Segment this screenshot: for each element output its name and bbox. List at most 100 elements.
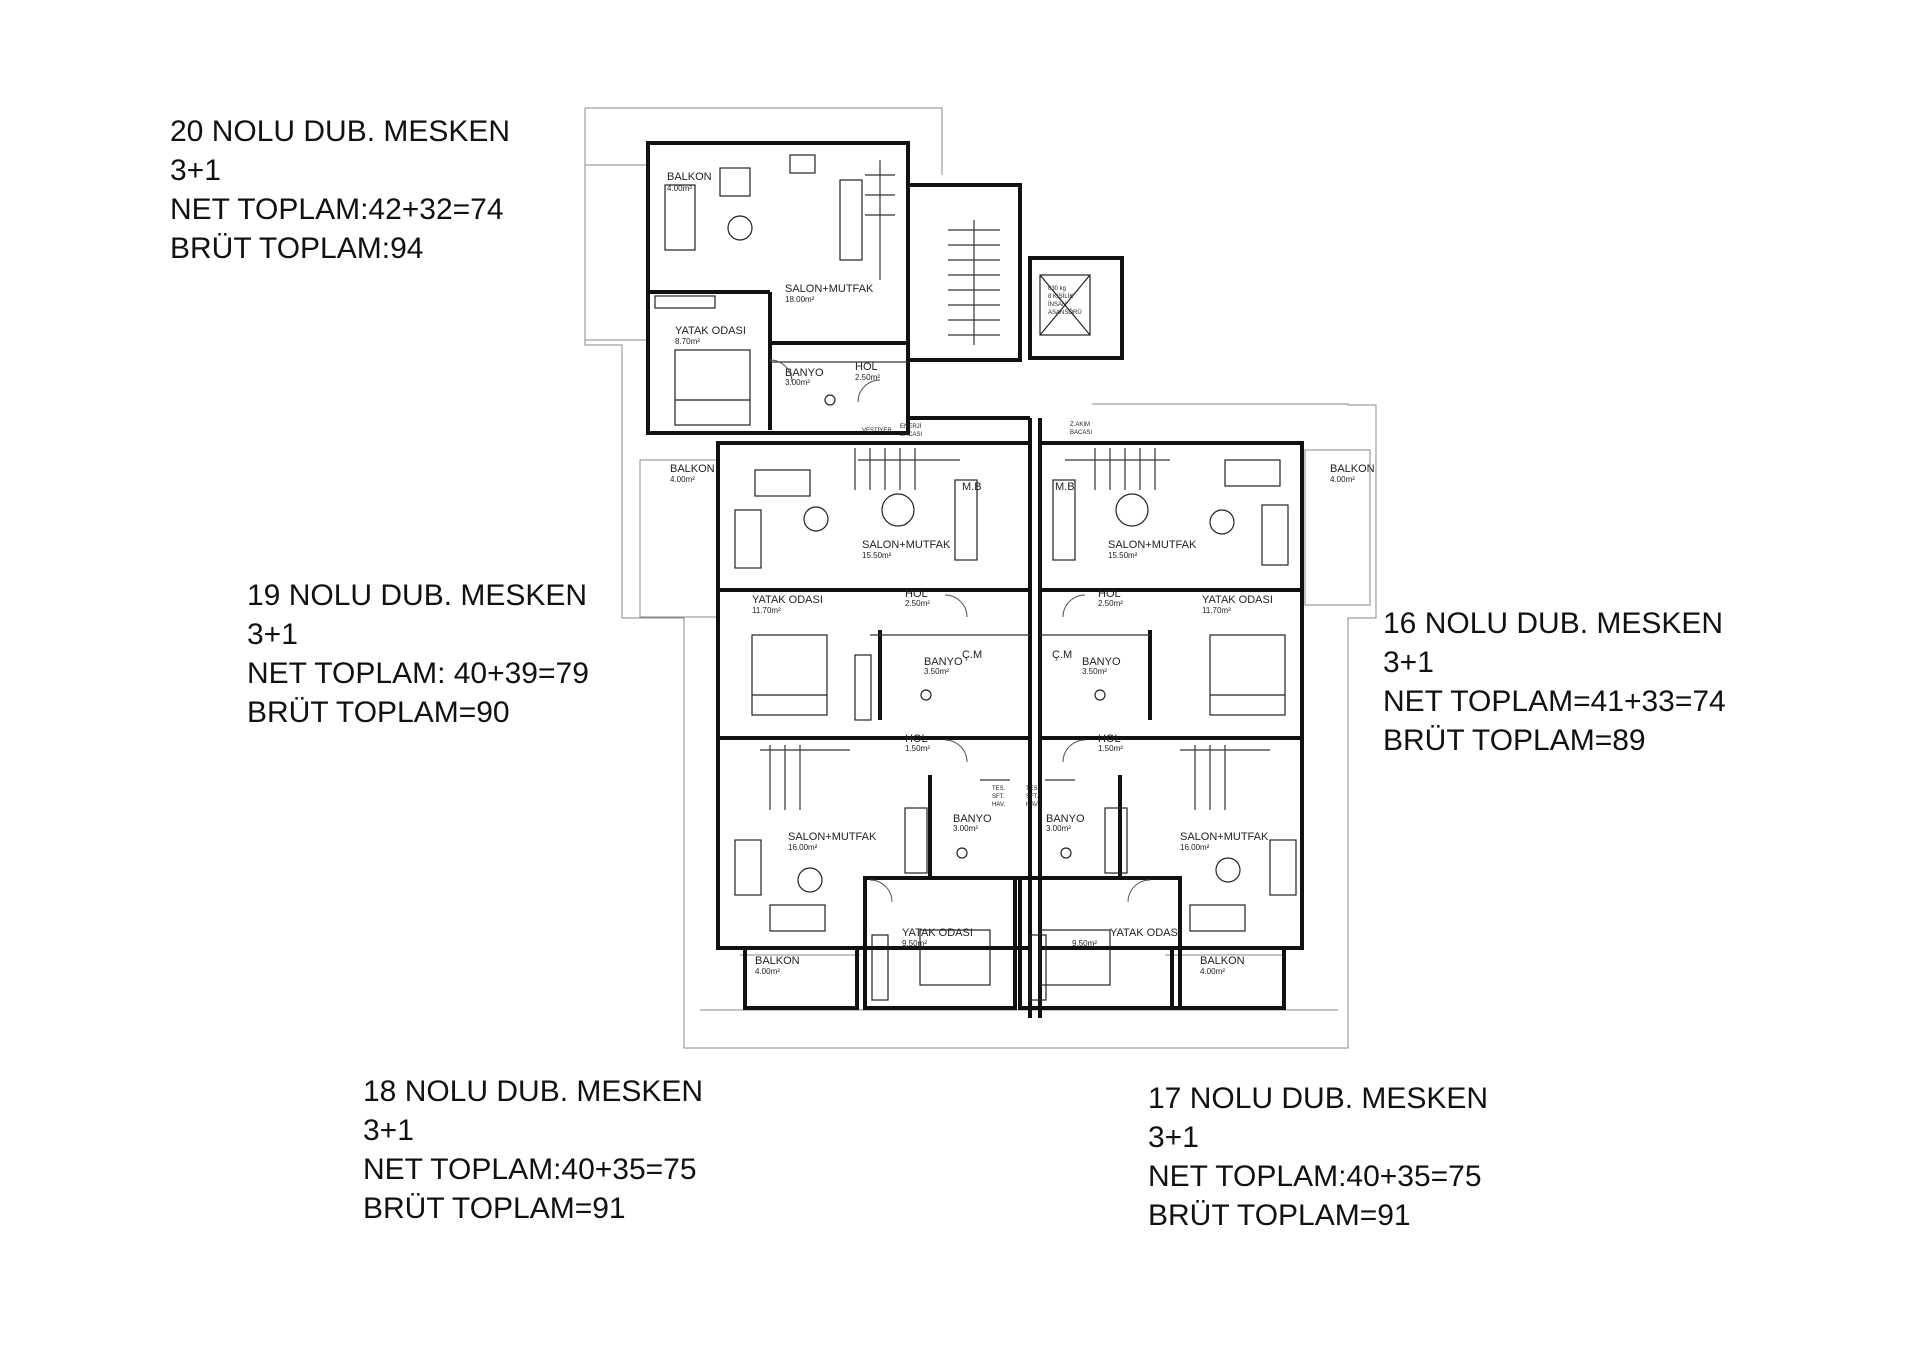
unit-20-gross: BRÜT TOPLAM:94 bbox=[170, 232, 424, 265]
unit-19-net: NET TOPLAM: 40+39=79 bbox=[247, 657, 589, 690]
hol-label-16b: HOL bbox=[1098, 733, 1121, 745]
tes-label-17-3: HAV. bbox=[1026, 802, 1039, 808]
salon-label-19: SALON+MUTFAK bbox=[862, 539, 951, 551]
balkon-label-19: BALKON bbox=[670, 463, 715, 475]
yatak-label-18: YATAK ODASI bbox=[902, 927, 973, 939]
site-outline bbox=[584, 107, 1377, 1049]
hol-area-19a: 2.50m² bbox=[905, 599, 930, 608]
salon-label-16: SALON+MUTFAK bbox=[1108, 539, 1197, 551]
elevator-label-1: 630 kg bbox=[1048, 286, 1066, 292]
banyo-label-16: BANYO bbox=[1082, 656, 1121, 668]
furniture bbox=[654, 154, 1297, 1001]
zakim-label-1: Z.AKIM bbox=[1070, 422, 1090, 428]
yatak-area-20: 8.70m² bbox=[675, 337, 700, 346]
unit-18-gross: BRÜT TOPLAM=91 bbox=[363, 1192, 626, 1225]
banyo-label-18: BANYO bbox=[953, 813, 992, 825]
unit-17-type: 3+1 bbox=[1148, 1121, 1199, 1154]
balkon-area-19: 4.00m² bbox=[670, 475, 695, 484]
banyo-area-16: 3.50m² bbox=[1082, 667, 1107, 676]
elevator-label-3: İNSAN bbox=[1048, 301, 1066, 308]
zakim-label-2: BACASI bbox=[1070, 430, 1092, 436]
salon-area-18: 16.00m² bbox=[788, 843, 818, 852]
unit-16-type: 3+1 bbox=[1383, 646, 1434, 679]
unit-17-label: 17 NOLU DUB. MESKEN 3+1 NET TOPLAM:40+35… bbox=[1148, 1079, 1488, 1235]
yatak-area-18: 9.50m² bbox=[902, 939, 927, 948]
yatak-area-16: 11.70m² bbox=[1202, 606, 1231, 615]
unit-18-title: 18 NOLU DUB. MESKEN bbox=[363, 1075, 704, 1108]
salon-area-19: 15.50m² bbox=[862, 551, 892, 560]
unit-16-title: 16 NOLU DUB. MESKEN bbox=[1383, 607, 1724, 640]
balkon-area-16: 4.00m² bbox=[1330, 475, 1355, 484]
banyo-area-17: 3.00m² bbox=[1046, 824, 1071, 833]
unit-19-label: 19 NOLU DUB. MESKEN 3+1 NET TOPLAM: 40+3… bbox=[247, 576, 589, 732]
balkon-area-17: 4.00m² bbox=[1200, 967, 1225, 976]
elevator-label-4: ASANSÖRÜ bbox=[1048, 309, 1082, 316]
yatak-area-19: 11.70m² bbox=[752, 606, 781, 615]
yatak-label-16: YATAK ODASI bbox=[1202, 594, 1273, 606]
hol-label-20: HOL bbox=[855, 361, 878, 373]
hol-area-16b: 1.50m² bbox=[1098, 744, 1123, 753]
salon-label-18: SALON+MUTFAK bbox=[788, 831, 877, 843]
balkon-area-18: 4.00m² bbox=[755, 967, 780, 976]
tes-label-17-2: SFT. bbox=[1026, 794, 1039, 800]
balkon-label-18: BALKON bbox=[755, 955, 800, 967]
unit-20-title: 20 NOLU DUB. MESKEN bbox=[170, 115, 511, 148]
unit-18-net: NET TOPLAM:40+35=75 bbox=[363, 1153, 697, 1186]
banyo-label-17: BANYO bbox=[1046, 813, 1085, 825]
interior-lines bbox=[760, 160, 1270, 810]
elevator-label-2: 8 KİŞİLİK bbox=[1048, 293, 1073, 300]
mb-label-16: M.B bbox=[1055, 481, 1075, 493]
unit-18-label: 18 NOLU DUB. MESKEN 3+1 NET TOPLAM:40+35… bbox=[363, 1072, 703, 1228]
tes-label-18-1: TES. bbox=[992, 786, 1006, 792]
enerji-label-1: ENERJİ bbox=[900, 423, 922, 430]
tes-label-18-3: HAV. bbox=[992, 802, 1005, 808]
unit-19-type: 3+1 bbox=[247, 618, 298, 651]
banyo-area-18: 3.00m² bbox=[953, 824, 978, 833]
hol-label-16a: HOL bbox=[1098, 588, 1121, 600]
cm-label-19: Ç.M bbox=[962, 649, 982, 661]
yatak-area-17: 9.50m² bbox=[1072, 939, 1097, 948]
enerji-label-2: BACASI bbox=[900, 432, 922, 438]
tes-label-18-2: SFT. bbox=[992, 794, 1005, 800]
unit-17-title: 17 NOLU DUB. MESKEN bbox=[1148, 1082, 1489, 1115]
unit-17-gross: BRÜT TOPLAM=91 bbox=[1148, 1199, 1411, 1232]
balkon-label-20: BALKON bbox=[667, 171, 712, 183]
yatak-label-20: YATAK ODASI bbox=[675, 325, 746, 337]
yatak-label-19: YATAK ODASI bbox=[752, 594, 823, 606]
salon-label-20: SALON+MUTFAK bbox=[785, 283, 874, 295]
hol-label-19b: HOL bbox=[905, 733, 928, 745]
banyo-label-20: BANYO bbox=[785, 367, 824, 379]
cm-label-16: Ç.M bbox=[1052, 649, 1072, 661]
unit-16-gross: BRÜT TOPLAM=89 bbox=[1383, 724, 1646, 757]
banyo-area-20: 3.00m² bbox=[785, 378, 810, 387]
walls bbox=[646, 141, 1304, 1018]
hol-label-19a: HOL bbox=[905, 588, 928, 600]
room-labels: BALKON 4.00m² SALON+MUTFAK 18.00m² YATAK… bbox=[667, 171, 1375, 976]
yatak-label-17: YATAK ODASI bbox=[1110, 927, 1181, 939]
unit-19-gross: BRÜT TOPLAM=90 bbox=[247, 696, 510, 729]
tes-label-17-1: TES. bbox=[1026, 786, 1040, 792]
unit-18-type: 3+1 bbox=[363, 1114, 414, 1147]
balkon-label-16: BALKON bbox=[1330, 463, 1375, 475]
unit-20-type: 3+1 bbox=[170, 154, 221, 187]
hol-area-19b: 1.50m² bbox=[905, 744, 930, 753]
banyo-label-19: BANYO bbox=[924, 656, 963, 668]
banyo-area-19: 3.50m² bbox=[924, 667, 949, 676]
unit-16-net: NET TOPLAM=41+33=74 bbox=[1383, 685, 1726, 718]
salon-label-17: SALON+MUTFAK bbox=[1180, 831, 1269, 843]
balkon-label-17: BALKON bbox=[1200, 955, 1245, 967]
unit-16-label: 16 NOLU DUB. MESKEN 3+1 NET TOPLAM=41+33… bbox=[1383, 604, 1726, 760]
unit-20-label: 20 NOLU DUB. MESKEN 3+1 NET TOPLAM:42+32… bbox=[170, 112, 510, 268]
mb-label-19: M.B bbox=[962, 481, 982, 493]
salon-area-20: 18.00m² bbox=[785, 295, 815, 304]
unit-20-net: NET TOPLAM:42+32=74 bbox=[170, 193, 504, 226]
salon-area-16: 15.50m² bbox=[1108, 551, 1138, 560]
hol-area-20: 2.50m² bbox=[855, 373, 880, 382]
vestiyer-label: VESTİYER bbox=[862, 427, 892, 434]
door-swings bbox=[769, 359, 1151, 903]
hol-area-16a: 2.50m² bbox=[1098, 599, 1123, 608]
unit-17-net: NET TOPLAM:40+35=75 bbox=[1148, 1160, 1482, 1193]
balkon-area-20: 4.00m² bbox=[667, 184, 692, 193]
unit-19-title: 19 NOLU DUB. MESKEN bbox=[247, 579, 588, 612]
